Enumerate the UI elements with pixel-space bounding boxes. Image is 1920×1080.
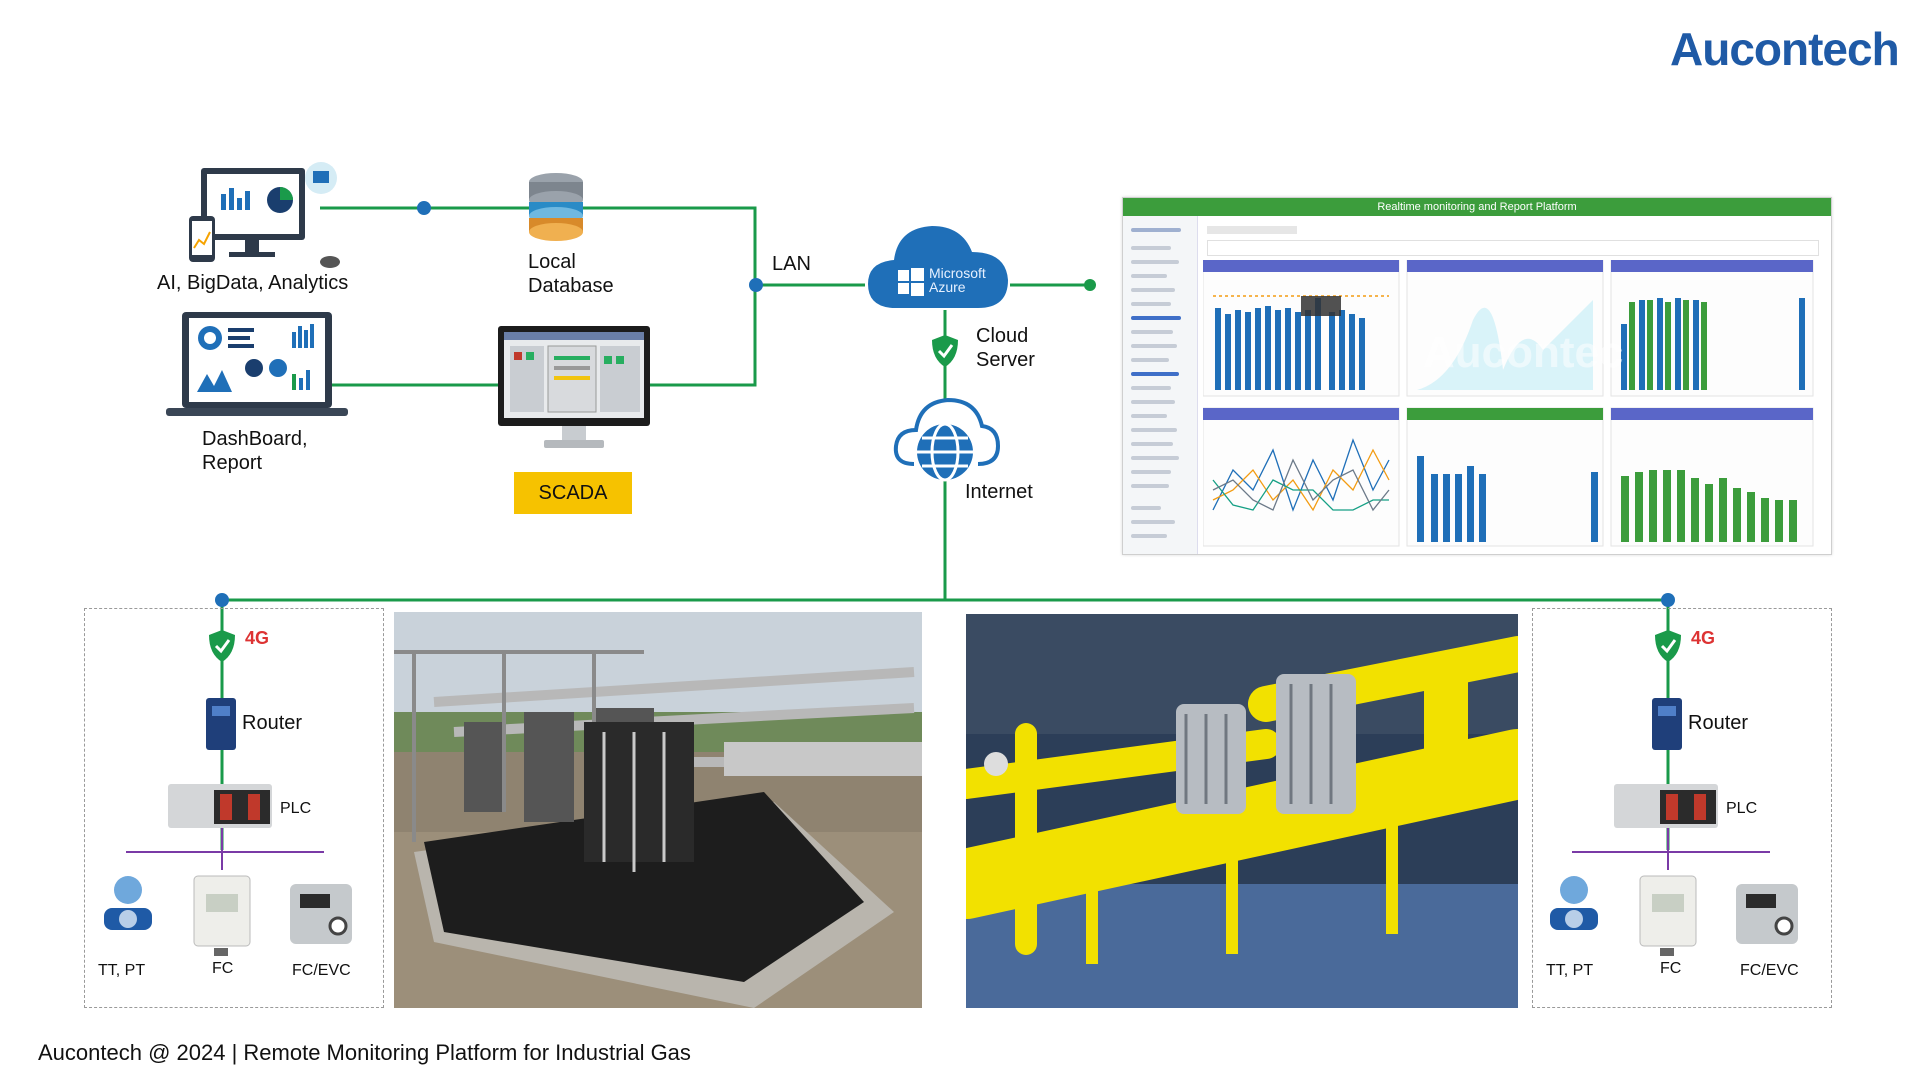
device-label: FC	[1660, 960, 1681, 978]
router-icon	[1652, 698, 1682, 750]
dashboard-label: DashBoard, Report	[202, 427, 308, 475]
shield-icon	[209, 630, 235, 662]
analytics-monitor-icon	[185, 158, 345, 270]
internet-globe-icon	[892, 394, 1000, 486]
router-label: Router	[1688, 711, 1748, 735]
router-icon	[206, 698, 236, 750]
local-database-label: Local Database	[528, 250, 614, 298]
dashboard-watermark: Aucontec	[1423, 328, 1623, 378]
station-overview-tab	[1207, 226, 1297, 234]
plc-label: PLC	[1726, 800, 1757, 818]
shield-icon	[1655, 630, 1681, 662]
internet-label: Internet	[965, 480, 1033, 504]
cloud-server-label: Cloud Server	[976, 324, 1035, 372]
node-dot	[215, 593, 229, 607]
gas-metering-skid-photo	[394, 612, 922, 1008]
dashboard-title-bar: Realtime monitoring and Report Platform	[1123, 198, 1831, 216]
device-label: TT, PT	[98, 962, 145, 980]
flow-computer-icon	[1640, 876, 1696, 956]
node-dot	[749, 278, 763, 292]
footer-caption: Aucontech @ 2024 | Remote Monitoring Pla…	[38, 1040, 691, 1066]
temperature-pressure-transmitter-icon	[104, 876, 152, 930]
device-label: TT, PT	[1546, 962, 1593, 980]
scada-monitor-icon	[498, 326, 650, 454]
monitoring-dashboard-preview: Realtime monitoring and Report Platform	[1122, 197, 1832, 555]
dashboard-charts	[1203, 260, 1823, 550]
laptop-dashboard-icon	[162, 310, 352, 422]
azure-label: Microsoft Azure	[929, 266, 986, 294]
lan-label: LAN	[772, 252, 811, 276]
device-label: FC/EVC	[1740, 962, 1799, 980]
gas-pressure-station-photo	[966, 614, 1518, 1008]
router-label: Router	[242, 711, 302, 735]
network-4g-badge: 4G	[245, 628, 269, 649]
analytics-label: AI, BigData, Analytics	[157, 271, 348, 295]
device-label: FC	[212, 960, 233, 978]
flow-computer-icon	[194, 876, 250, 956]
node-dot	[417, 201, 431, 215]
node-dot	[1084, 279, 1096, 291]
node-dot	[1661, 593, 1675, 607]
dashboard-sidebar	[1123, 216, 1198, 554]
site-right-diagram	[1532, 608, 1832, 1008]
flow-evc-icon	[290, 884, 352, 944]
temperature-pressure-transmitter-icon	[1550, 876, 1598, 930]
filter-bar	[1207, 240, 1819, 256]
plc-label: PLC	[280, 800, 311, 818]
database-icon	[526, 172, 586, 244]
network-4g-badge: 4G	[1691, 628, 1715, 649]
shield-icon	[930, 333, 960, 369]
device-label: FC/EVC	[292, 962, 351, 980]
flow-evc-icon	[1736, 884, 1798, 944]
scada-label: SCADA	[514, 472, 632, 514]
site-left-diagram	[84, 608, 384, 1008]
